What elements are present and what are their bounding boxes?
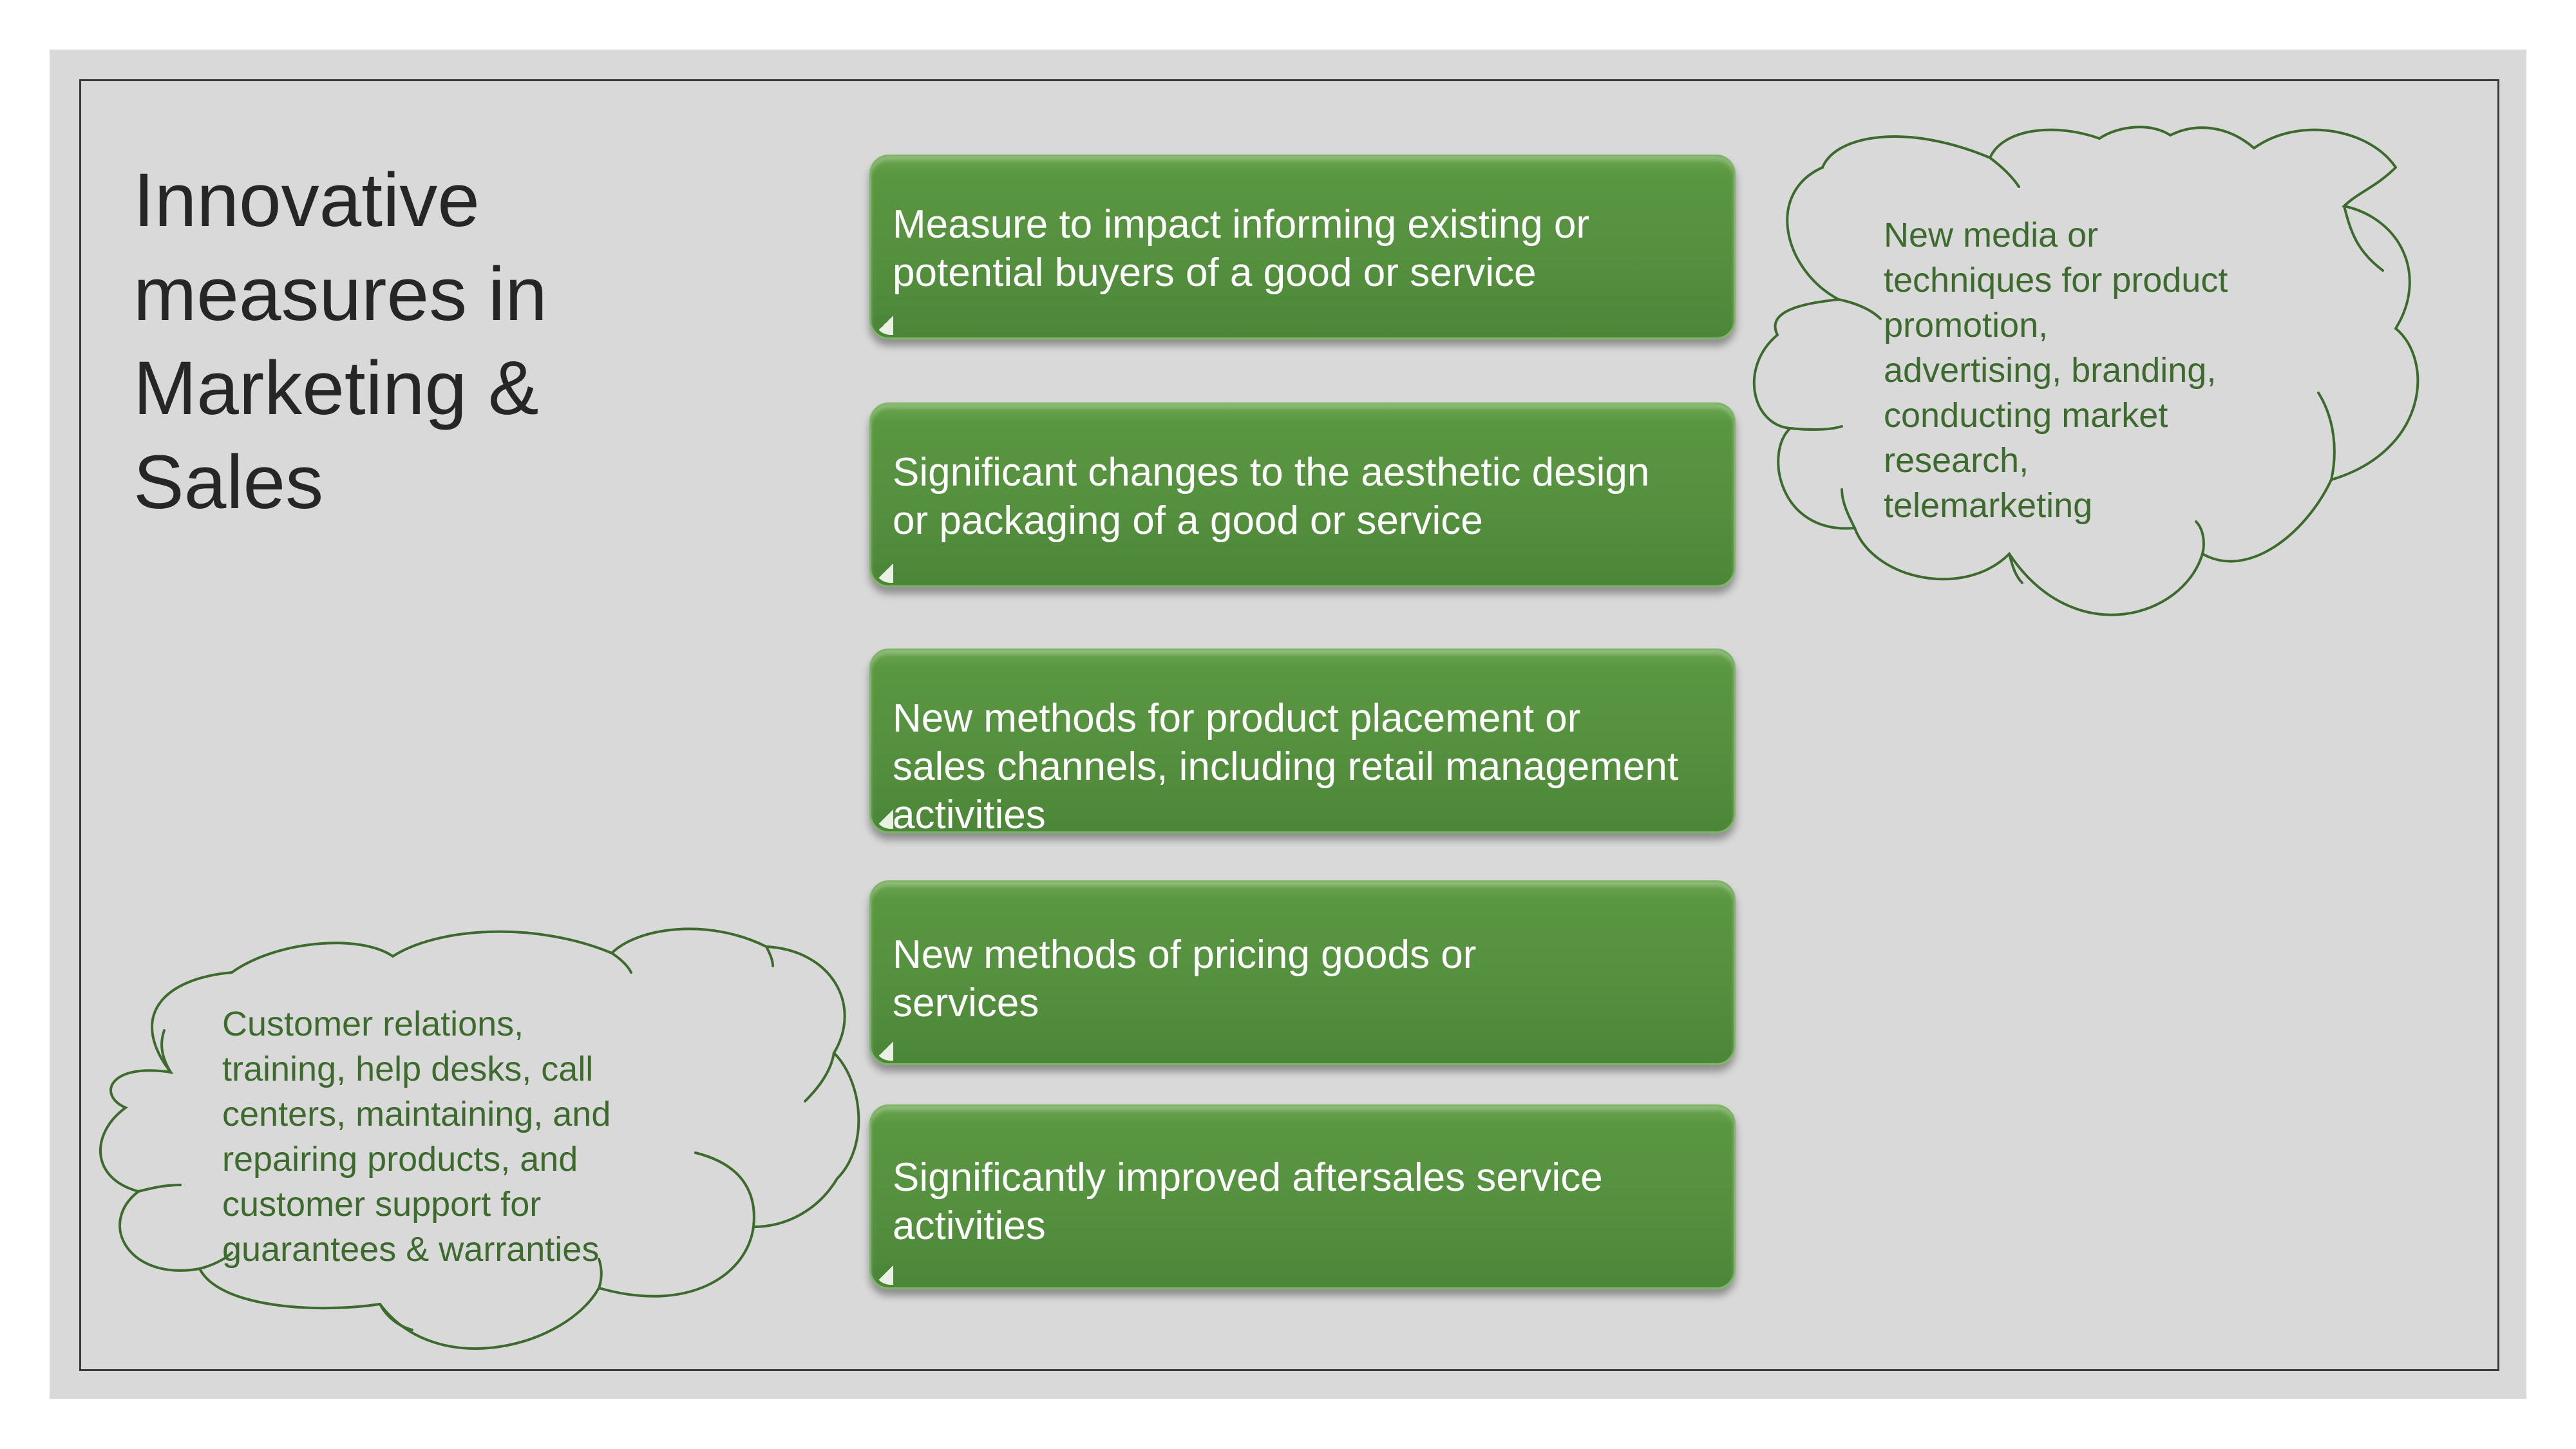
cloud-right-arc	[1841, 488, 1856, 529]
cloud-right-arc	[1789, 425, 1843, 431]
cloud-right-arc	[1837, 298, 1882, 320]
measure-box-text: New methods for product placement or sal…	[893, 696, 1679, 837]
cloud-right-arc	[2343, 205, 2384, 272]
cloud-left-arc	[379, 1303, 413, 1331]
measure-box-text: Significant changes to the aesthetic des…	[893, 450, 1650, 543]
measure-box-text: New methods of pricing goods or services	[893, 933, 1477, 1025]
cloud-left-arc	[137, 1184, 182, 1193]
cloud-left-arc	[804, 1052, 835, 1103]
measure-box-text: Significantly improved aftersales servic…	[893, 1155, 1603, 1248]
cloud-left-arc	[611, 952, 632, 974]
measure-box-informing: Measure to impact informing existing or …	[869, 155, 1736, 339]
cloud-left-arc	[765, 945, 774, 967]
cloud-right-arc	[2195, 520, 2205, 555]
cloud-right-arc	[2008, 553, 2023, 584]
cloud-right-text: New media or techniques for product prom…	[1884, 216, 2228, 525]
measure-box-design: Significant changes to the aesthetic des…	[869, 402, 1736, 587]
measure-box-pricing: New methods of pricing goods or services	[869, 880, 1736, 1065]
cloud-left-arc	[160, 1029, 172, 1074]
cloud-left-arc	[694, 1151, 755, 1228]
slide-frame	[79, 79, 2499, 1371]
measure-box-aftersales: Significantly improved aftersales servic…	[869, 1104, 1736, 1289]
cloud-right-shape	[1752, 126, 2420, 616]
slide-title: Innovative measures in Marketing & Sales	[133, 158, 547, 525]
cloud-right-arc	[1989, 156, 2020, 188]
cloud-left-text: Customer relations, training, help desks…	[222, 1005, 611, 1269]
measure-box-placement: New methods for product placement or sal…	[869, 649, 1736, 837]
cloud-right-arc	[2317, 392, 2336, 481]
cloud-left-shape	[99, 927, 860, 1350]
cloud-left-arc	[198, 1251, 233, 1270]
measure-box-text: Measure to impact informing existing or …	[893, 202, 1590, 295]
cloud-left-arc	[598, 1258, 603, 1289]
